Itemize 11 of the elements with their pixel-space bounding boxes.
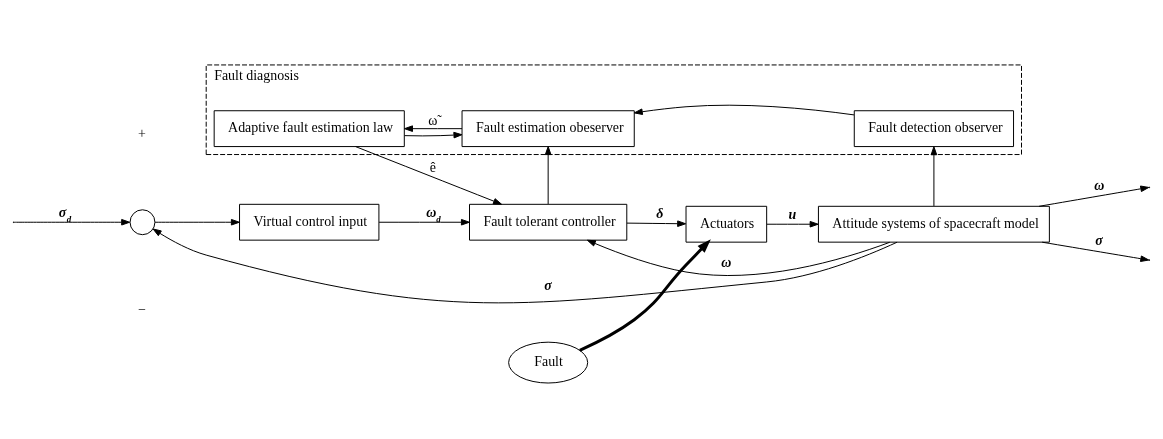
edge-label: δ <box>656 205 664 221</box>
edge-label: ê <box>429 159 436 175</box>
label: − <box>138 301 146 317</box>
label: + <box>138 125 146 141</box>
edge-label: σ <box>1095 232 1103 248</box>
edge-label: σ <box>544 277 552 293</box>
edge-label: ω <box>1094 177 1105 193</box>
edge-label: σ$_{d}$ <box>58 204 72 224</box>
edge-label: ω <box>721 254 732 270</box>
edge-label: u <box>788 206 797 222</box>
edge-label: ω$_{d}$ <box>426 204 441 224</box>
